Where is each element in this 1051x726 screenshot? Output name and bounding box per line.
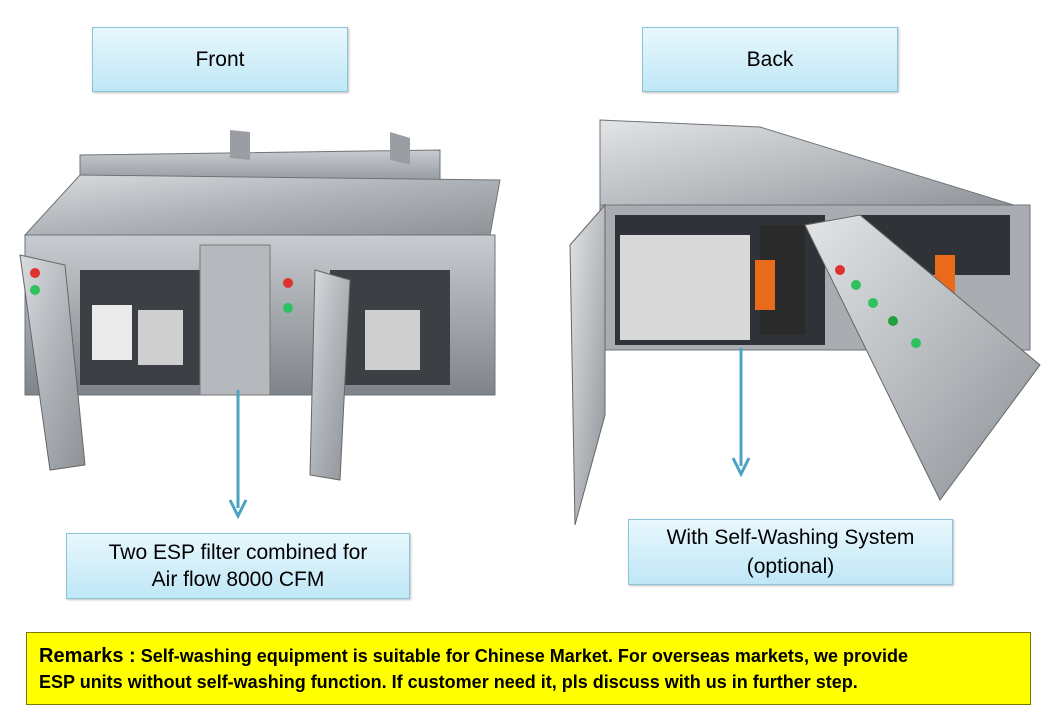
back-label: Back — [746, 47, 794, 71]
remarks-text-1: Self-washing equipment is suitable for C… — [140, 646, 908, 666]
back-unit-photo — [560, 115, 1050, 530]
esp-filter-line-2: Air flow 8000 CFM — [151, 568, 325, 591]
esp-filter-label-box: Two ESP filter combined for Air flow 800… — [66, 533, 410, 599]
remarks-box: Remarks : Self-washing equipment is suit… — [26, 632, 1031, 705]
back-label-box: Back — [642, 27, 898, 92]
back-down-arrow — [731, 348, 751, 478]
remarks-title: Remarks : — [39, 645, 136, 667]
esp-filter-line-1: Two ESP filter combined for — [108, 541, 368, 564]
front-unit-photo — [10, 120, 510, 500]
remarks-line-2: ESP units without self-washing function.… — [39, 672, 858, 692]
front-label: Front — [195, 47, 245, 71]
self-washing-line-2: (optional) — [746, 555, 835, 578]
front-label-box: Front — [92, 27, 348, 92]
front-down-arrow — [228, 390, 248, 520]
self-washing-line-1: With Self-Washing System — [666, 526, 915, 549]
self-washing-label-box: With Self-Washing System (optional) — [628, 519, 953, 585]
remarks-line-1: Remarks : Self-washing equipment is suit… — [39, 643, 1016, 669]
